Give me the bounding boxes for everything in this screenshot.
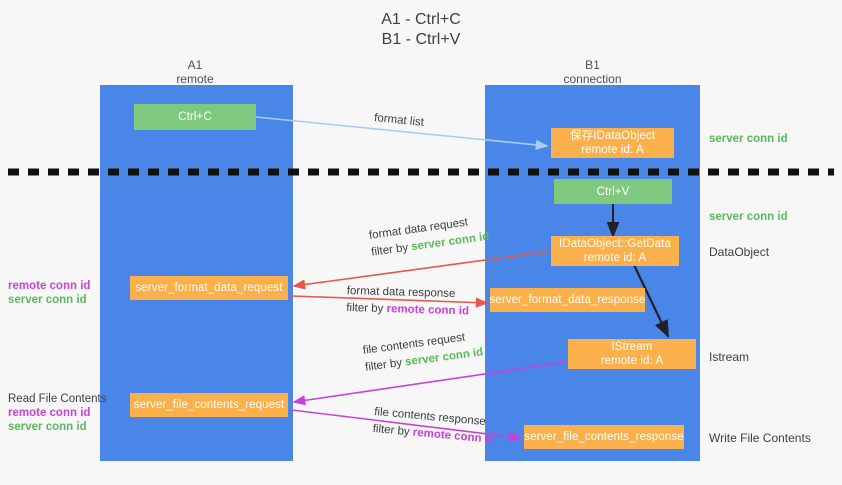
annotation-server-conn-id-1: server conn id	[8, 294, 87, 306]
box-server-format-data-response-line1: server_format_data_response	[489, 294, 646, 306]
edge-label-format-list-main: format list	[373, 111, 425, 129]
edge-label-file-contents-request-prefix: filter by	[364, 356, 406, 374]
edge-label-format-data-request-prefix: filter by	[370, 241, 413, 259]
box-server-file-contents-request-line1: server_file_contents_request	[133, 399, 285, 411]
box-server-format-data-request-line1: server_format_data_request	[135, 282, 283, 294]
annotation-remote-conn-id-1: remote conn id	[8, 280, 91, 292]
edge-label-format-data-response: format data response filter by remote co…	[346, 283, 470, 320]
lane-header-b1: B1 connection	[563, 58, 622, 86]
annotation-read-file-contents: Read File Contents	[8, 393, 107, 405]
page-title: A1 - Ctrl+C B1 - Ctrl+V	[381, 11, 461, 48]
box-server-format-data-response[interactable]: server_format_data_response	[489, 288, 646, 312]
annotation-dataobject: DataObject	[709, 245, 770, 259]
annotation-format-data-conn-ids: remote conn id server conn id	[8, 279, 90, 307]
box-save-idataobject[interactable]: 保存IDataObject remote id: A	[551, 128, 674, 158]
edge-label-file-contents-request: file contents request filter by server c…	[362, 327, 484, 376]
box-getdata[interactable]: IDataObject::GetData remote id: A	[551, 236, 679, 266]
edge-label-format-data-request: format data request filter by server con…	[368, 212, 490, 262]
edge-label-format-data-response-value: remote conn id	[386, 303, 470, 318]
box-ctrl-c[interactable]: Ctrl+C	[134, 104, 256, 130]
annotation-istream: Istream	[709, 350, 750, 364]
edge-label-file-contents-response-prefix: filter by	[372, 422, 414, 439]
box-ctrl-v[interactable]: Ctrl+V	[554, 179, 672, 204]
box-server-file-contents-response[interactable]: server_file_contents_response	[524, 425, 684, 449]
box-getdata-line2: remote id: A	[583, 252, 647, 264]
annotation-file-contents-conn-ids: Read File Contents remote conn id server…	[8, 392, 106, 434]
box-server-file-contents-response-line1: server_file_contents_response	[524, 431, 684, 443]
box-getdata-line1: IDataObject::GetData	[559, 238, 671, 250]
box-ctrl-c-line1: Ctrl+C	[178, 111, 212, 123]
box-save-idataobject-line1: 保存IDataObject	[569, 130, 656, 142]
box-ctrl-v-line1: Ctrl+V	[596, 185, 630, 198]
edge-label-file-contents-response: file contents response filter by remote …	[372, 404, 497, 449]
box-server-file-contents-request[interactable]: server_file_contents_request	[130, 393, 288, 417]
box-istream-line2: remote id: A	[600, 355, 664, 367]
box-save-idataobject-line2: remote id: A	[581, 144, 644, 156]
annotation-server-conn-id-top: server conn id	[709, 133, 788, 145]
box-istream-line1: IStream	[611, 341, 653, 353]
box-istream[interactable]: IStream remote id: A	[568, 339, 696, 369]
annotation-server-conn-id-2: server conn id	[8, 421, 87, 433]
annotation-remote-conn-id-2: remote conn id	[8, 407, 91, 419]
lane-header-a1: A1 remote	[176, 58, 214, 86]
edge-label-format-list: format list	[373, 110, 425, 132]
annotation-write-file-contents: Write File Contents	[709, 431, 811, 445]
annotation-server-conn-id-mid: server conn id	[709, 211, 788, 223]
box-server-format-data-request[interactable]: server_format_data_request	[130, 276, 288, 300]
edge-label-format-data-response-prefix: filter by	[346, 301, 387, 316]
